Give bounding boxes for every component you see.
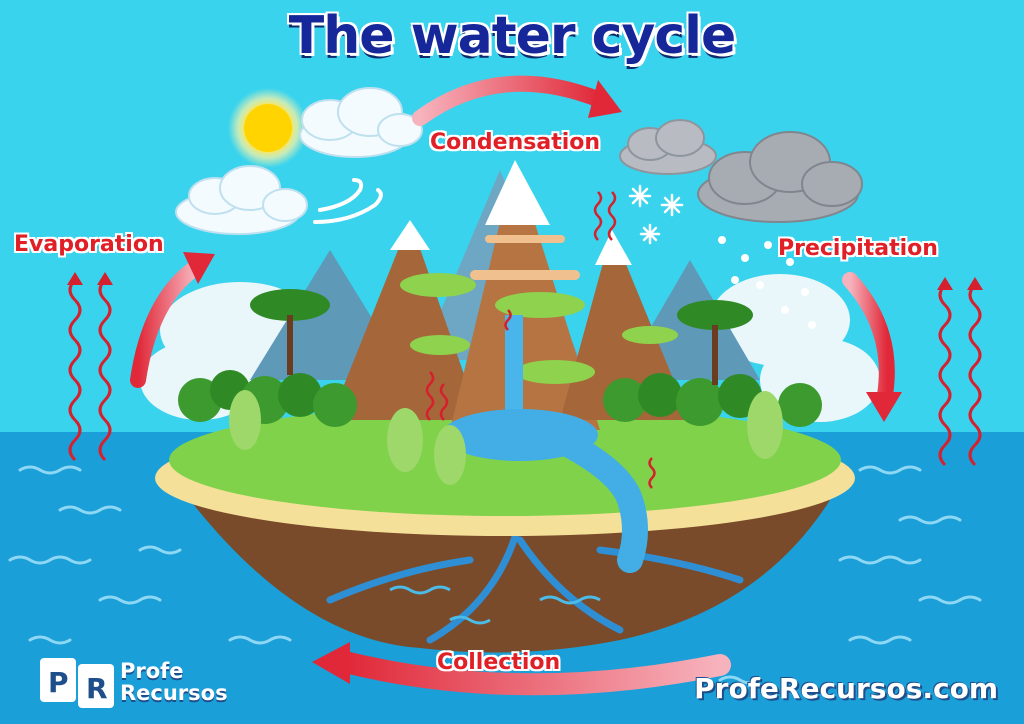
arrow-precipitation	[842, 272, 895, 403]
page-title: The water cycle	[288, 6, 737, 66]
evaporation-lines-left	[68, 278, 112, 462]
logo-text: Profe Recursos	[120, 660, 228, 704]
brand-logo: Profe Recursos	[36, 656, 256, 712]
label-collection: Collection	[437, 650, 561, 675]
vapor-lines-mountain	[425, 191, 656, 489]
arrow-evaporation	[130, 260, 203, 388]
evaporation-line-heads-right	[937, 277, 983, 290]
underground-water	[326, 516, 744, 644]
arrow-condensation	[412, 75, 608, 126]
white-cloud-top	[299, 87, 423, 158]
website-url: ProfeRecursos.com	[694, 672, 998, 705]
logo-mark: P R	[40, 658, 114, 708]
raindrops	[718, 236, 816, 329]
evaporation-line-heads-left	[67, 272, 113, 285]
waterfall	[505, 315, 523, 420]
label-condensation: Condensation	[430, 130, 601, 155]
snowflake-icons	[628, 184, 684, 245]
trees-left	[178, 289, 466, 485]
arrow-condensation-head	[588, 80, 622, 118]
sea-waves	[8, 465, 982, 685]
underground-waves	[389, 585, 601, 625]
arrow-precipitation-head	[866, 392, 902, 422]
svg-text:P: P	[48, 666, 69, 699]
evaporation-lines-right	[938, 283, 982, 467]
grass-terraces	[400, 273, 678, 384]
arrow-collection	[334, 651, 731, 696]
grey-cloud-small	[619, 119, 717, 175]
label-precipitation: Precipitation	[778, 236, 938, 261]
trees-right	[603, 300, 822, 459]
wind-icon	[313, 178, 383, 224]
white-cloud-left	[175, 165, 308, 235]
logo-line-1: Profe	[120, 659, 184, 683]
sun	[228, 88, 308, 168]
logo-line-2: Recursos	[120, 681, 228, 705]
grey-cloud-large	[697, 131, 863, 223]
label-evaporation: Evaporation	[14, 232, 164, 257]
arrow-evaporation-head	[183, 252, 215, 284]
island-underside	[190, 500, 830, 653]
svg-text:R: R	[86, 672, 108, 705]
river	[547, 427, 648, 573]
arrow-collection-head	[312, 642, 350, 684]
